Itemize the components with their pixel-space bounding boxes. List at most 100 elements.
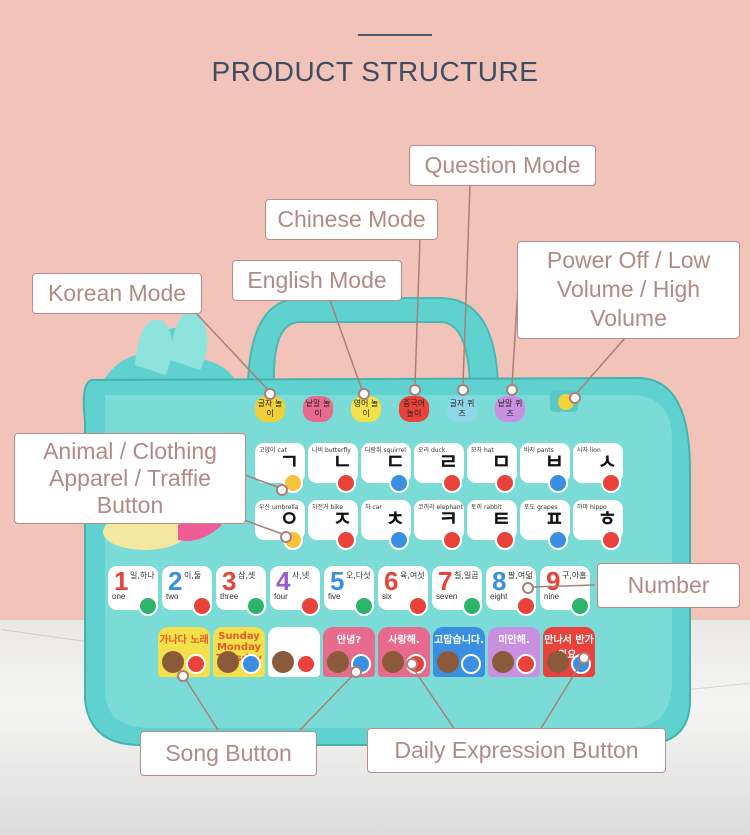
number-english: five xyxy=(328,592,341,601)
daily-button[interactable] xyxy=(186,654,206,674)
key-button[interactable] xyxy=(495,530,515,550)
key-consonant: ㅊ xyxy=(385,507,405,531)
key-button[interactable] xyxy=(601,530,621,550)
label-question-mode: Question Mode xyxy=(409,145,596,186)
key-word: 포도 grapes xyxy=(524,504,558,511)
label-song: Song Button xyxy=(140,731,317,776)
mode-button[interactable]: 영어 놀이 xyxy=(351,396,381,422)
number-english: eight xyxy=(490,592,508,601)
daily-button[interactable] xyxy=(406,654,426,674)
daily-button[interactable] xyxy=(516,654,536,674)
number-english: nine xyxy=(544,592,560,601)
label-korean-mode: Korean Mode xyxy=(32,273,202,314)
key-word: 코끼리 elephant xyxy=(418,504,463,511)
number-digit: 9 xyxy=(546,566,561,596)
daily-key[interactable]: 미안해. xyxy=(488,627,540,677)
key-button[interactable] xyxy=(283,473,303,493)
key-button[interactable] xyxy=(601,473,621,493)
number-button[interactable] xyxy=(462,596,482,616)
number-korean: 오,다섯 xyxy=(346,571,371,580)
key-button[interactable] xyxy=(442,473,462,493)
key-button[interactable] xyxy=(389,473,409,493)
daily-key[interactable]: 가나다 노래 xyxy=(158,627,210,677)
number-digit: 4 xyxy=(276,566,291,596)
number-korean: 삼,셋 xyxy=(238,571,256,580)
daily-key[interactable]: 안녕? xyxy=(323,627,375,677)
key-consonant: ㅇ xyxy=(279,507,299,531)
number-digit: 1 xyxy=(114,566,129,596)
mode-button[interactable]: 글자 퀴즈 xyxy=(447,396,477,422)
daily-key-text: 고맙습니다. xyxy=(434,635,484,646)
number-button[interactable] xyxy=(408,596,428,616)
key-word: 자전거 bike xyxy=(312,504,343,511)
key-consonant: ㅅ xyxy=(597,450,617,474)
key-word: 차 car xyxy=(365,504,382,511)
key-word: 나비 butterfly xyxy=(312,447,351,454)
power-knob xyxy=(558,394,574,410)
number-korean: 사,넷 xyxy=(292,571,310,580)
character-face xyxy=(217,651,239,673)
daily-button[interactable] xyxy=(296,654,316,674)
key-button[interactable] xyxy=(495,473,515,493)
key-button[interactable] xyxy=(442,530,462,550)
number-button[interactable] xyxy=(354,596,374,616)
key-consonant: ㄱ xyxy=(279,450,299,474)
number-button[interactable] xyxy=(192,596,212,616)
key-word: 다람쥐 squirrel xyxy=(365,447,406,454)
number-english: seven xyxy=(436,592,458,601)
key-consonant: ㅍ xyxy=(544,507,564,531)
daily-key-text: 미안해. xyxy=(498,635,530,646)
key-button[interactable] xyxy=(389,530,409,550)
number-english: three xyxy=(220,592,239,601)
daily-key-text: 사랑해. xyxy=(388,635,420,646)
character-face xyxy=(272,651,294,673)
number-english: four xyxy=(274,592,288,601)
daily-button[interactable] xyxy=(351,654,371,674)
key-button[interactable] xyxy=(336,473,356,493)
key-word: 오리 duck xyxy=(418,447,446,454)
daily-button[interactable] xyxy=(571,654,591,674)
title-rule xyxy=(358,34,432,36)
mode-button[interactable]: 중국어 놀이 xyxy=(399,396,429,422)
number-english: one xyxy=(112,592,126,601)
character-face xyxy=(492,651,514,673)
daily-button[interactable] xyxy=(461,654,481,674)
daily-key-text: 안녕? xyxy=(336,635,362,646)
key-consonant: ㅋ xyxy=(438,507,458,531)
label-number: Number xyxy=(597,563,740,608)
toy-rabbit-ear xyxy=(170,312,208,370)
key-word: 우산 umbrella xyxy=(259,504,299,511)
daily-button[interactable] xyxy=(241,654,261,674)
toy-handle xyxy=(246,297,500,386)
key-button[interactable] xyxy=(548,473,568,493)
key-button[interactable] xyxy=(283,530,303,550)
number-button[interactable] xyxy=(138,596,158,616)
mode-button[interactable]: 글자 놀이 xyxy=(255,396,285,422)
number-button[interactable] xyxy=(570,596,590,616)
key-button[interactable] xyxy=(548,530,568,550)
key-consonant: ㅈ xyxy=(332,507,352,531)
character-face xyxy=(382,651,404,673)
number-korean: 육,여섯 xyxy=(400,571,425,580)
mode-button[interactable]: 낱말 퀴즈 xyxy=(495,396,525,422)
key-consonant: ㅂ xyxy=(544,450,564,474)
number-digit: 8 xyxy=(492,566,507,596)
number-button[interactable] xyxy=(246,596,266,616)
number-button[interactable] xyxy=(300,596,320,616)
mode-button[interactable]: 낱말 놀이 xyxy=(303,396,333,422)
key-button[interactable] xyxy=(336,530,356,550)
number-digit: 6 xyxy=(384,566,399,596)
character-face xyxy=(162,651,184,673)
key-consonant: ㅌ xyxy=(491,507,511,531)
number-button[interactable] xyxy=(516,596,536,616)
